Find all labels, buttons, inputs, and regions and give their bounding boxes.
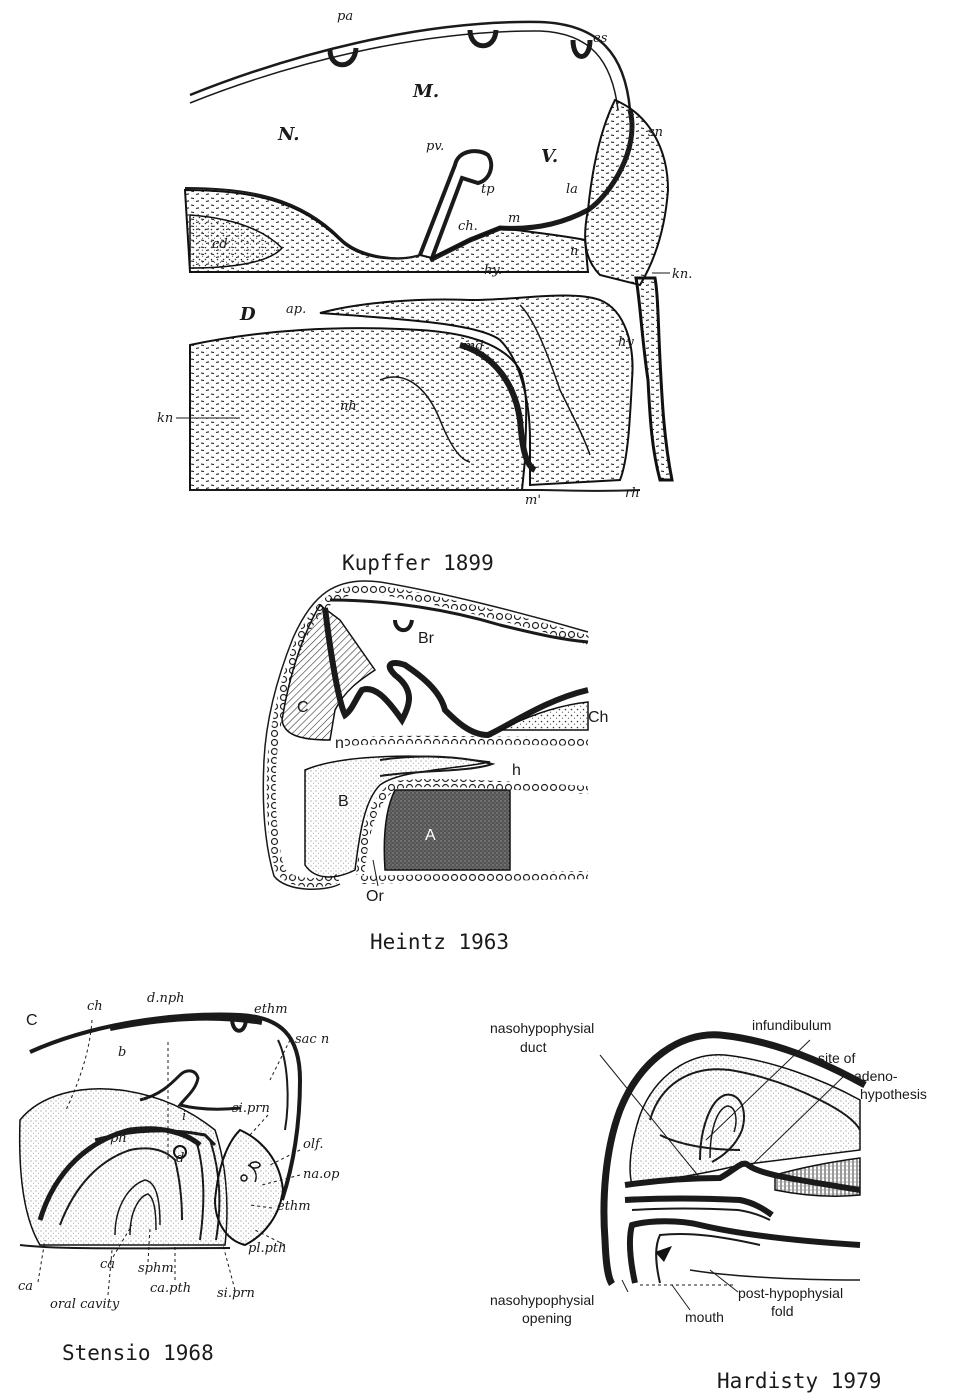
stensio-label-siprn-bot: si.prn — [217, 1286, 255, 1301]
kupffer-label-m: m — [508, 211, 520, 226]
kupffer-label-tp: tp — [481, 182, 495, 197]
stensio-label-b: b — [118, 1045, 126, 1060]
stensio-label-d: d — [176, 1151, 184, 1166]
kupffer-label-hy2: hy — [618, 335, 634, 350]
hardisty-label-np-open-2: opening — [522, 1310, 572, 1326]
kupffer-label-sn: sn — [648, 125, 663, 140]
heintz-label-C: C — [297, 699, 309, 716]
heintz-figure: Br C Ch n h B A Or Heintz 1963 — [263, 581, 608, 954]
stensio-label-ca-left: ca — [18, 1279, 33, 1294]
stensio-label-olf: olf. — [303, 1137, 323, 1152]
hardisty-label-php-1: post-hypophysial — [738, 1285, 843, 1301]
kupffer-label-pv: pv. — [426, 139, 444, 154]
stensio-label-sphm: sphm — [138, 1261, 174, 1276]
stensio-label-i: i — [182, 1109, 186, 1124]
kupffer-label-es: es — [593, 31, 608, 46]
kupffer-figure: pa es M. N. pv. V. sn tp la cd ch. m n h… — [157, 9, 692, 575]
kupffer-label-cd: cd — [212, 237, 228, 252]
heintz-label-n: n — [335, 735, 344, 752]
stensio-label-sacn: sac n — [295, 1032, 329, 1047]
kupffer-label-la: la — [566, 182, 578, 197]
kupffer-caption: Kupffer 1899 — [342, 551, 494, 575]
hardisty-label-site-3: hypothesis — [860, 1086, 927, 1102]
hardisty-label-np-open-1: nasohypophysial — [490, 1292, 594, 1308]
stensio-label-ethm-top: ethm — [254, 1002, 288, 1017]
hardisty-label-infundibulum: infundibulum — [752, 1017, 831, 1033]
heintz-caption: Heintz 1963 — [370, 930, 509, 954]
stensio-label-naop: na.op — [303, 1167, 340, 1182]
hardisty-caption: Hardisty 1979 — [717, 1369, 881, 1393]
heintz-label-Ch: Ch — [588, 709, 608, 726]
heintz-label-h: h — [512, 762, 521, 779]
kupffer-label-V: V. — [541, 146, 558, 167]
hardisty-label-site-2: adeno- — [854, 1068, 898, 1084]
stensio-label-dnph: d.nph — [147, 991, 185, 1006]
stensio-label-panel-C: C — [26, 1012, 38, 1029]
kupffer-label-md: md — [463, 339, 484, 354]
kupffer-label-kn-left: kn — [157, 411, 173, 426]
heintz-label-B: B — [338, 793, 349, 810]
heintz-label-A: A — [425, 827, 436, 844]
kupffer-label-pa: pa — [337, 9, 353, 24]
stensio-label-ethm-bot: ethm — [277, 1199, 311, 1214]
kupffer-label-kn-right: kn. — [672, 267, 692, 282]
heintz-label-Or: Or — [366, 888, 384, 905]
kupffer-label-n: n — [570, 244, 578, 259]
kupffer-label-ap: ap. — [286, 302, 306, 317]
hardisty-label-np-duct-1: nasohypophysial — [490, 1020, 594, 1036]
kupffer-label-D: D — [239, 304, 256, 325]
hardisty-label-np-duct-2: duct — [520, 1039, 547, 1055]
stensio-caption: Stensio 1968 — [62, 1341, 214, 1365]
kupffer-label-N: N. — [277, 124, 300, 145]
stensio-label-ph: ph — [110, 1131, 127, 1146]
hardisty-label-php-2: fold — [771, 1303, 794, 1319]
kupffer-label-nh: nh — [340, 399, 357, 414]
kupffer-label-m-prime: m' — [525, 493, 541, 508]
hardisty-label-mouth: mouth — [685, 1309, 724, 1325]
stensio-label-oral-cavity: oral cavity — [50, 1297, 120, 1312]
kupffer-label-rh: rh — [625, 486, 640, 501]
hardisty-figure: nasohypophysial duct infundibulum site o… — [490, 1017, 927, 1393]
stensio-label-capth: ca.pth — [150, 1281, 191, 1296]
stensio-label-siprn-top: si.prn — [232, 1101, 270, 1116]
stensio-label-plpth: pl.pth — [248, 1241, 287, 1256]
kupffer-label-ch: ch. — [458, 219, 478, 234]
kupffer-label-hy: hy. — [484, 263, 502, 278]
stensio-figure: C ch d.nph ethm sac n b i si.prn ph d ol… — [18, 991, 340, 1365]
stensio-label-ch: ch — [87, 999, 103, 1014]
hardisty-label-site-1: site of — [818, 1050, 855, 1066]
kupffer-label-M: M. — [412, 81, 439, 102]
heintz-label-Br: Br — [418, 630, 435, 647]
stensio-label-ca-mid: ca — [100, 1257, 115, 1272]
